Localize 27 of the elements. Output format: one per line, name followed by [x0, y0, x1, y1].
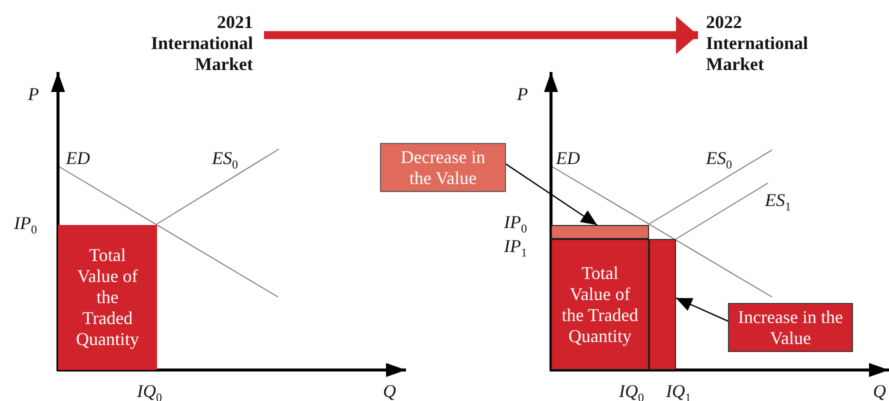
- value-area: [58, 225, 157, 370]
- callout-box: [380, 143, 506, 192]
- leader-arrow: [506, 164, 598, 226]
- axis-label: Q: [383, 381, 396, 401]
- price-label: IP$_{0}$: [14, 213, 37, 239]
- value-area: [551, 239, 649, 370]
- axis-label: P: [28, 84, 39, 104]
- panel-heading: 2022 International Market: [706, 12, 810, 74]
- value-loss-area: [551, 225, 649, 239]
- curve-label: ES$_{0}$: [212, 148, 238, 174]
- price-label: IP$_{0}$: [504, 212, 527, 238]
- panel-heading: 2021 International Market: [150, 12, 253, 74]
- area-label: Decrease in the Value: [400, 146, 486, 188]
- curve-label: ES$_{0}$: [706, 148, 732, 174]
- value-gain-area: [649, 239, 676, 370]
- curve-label: ES$_{1}$: [765, 190, 791, 216]
- curve-label: ED: [556, 148, 580, 168]
- axis-label: P: [517, 84, 528, 104]
- area-label: Total Value of the Traded Quantity: [75, 245, 140, 350]
- curve-label: ED: [66, 148, 90, 168]
- leader-arrow: [676, 297, 728, 322]
- arrow: [264, 16, 698, 54]
- callout-box: [728, 303, 853, 352]
- axis-label: Q: [873, 381, 886, 401]
- area-label: Increase in the Value: [737, 306, 844, 348]
- price-label: IP$_{1}$: [504, 236, 527, 262]
- area-label: Total Value of the Traded Quantity: [560, 262, 640, 346]
